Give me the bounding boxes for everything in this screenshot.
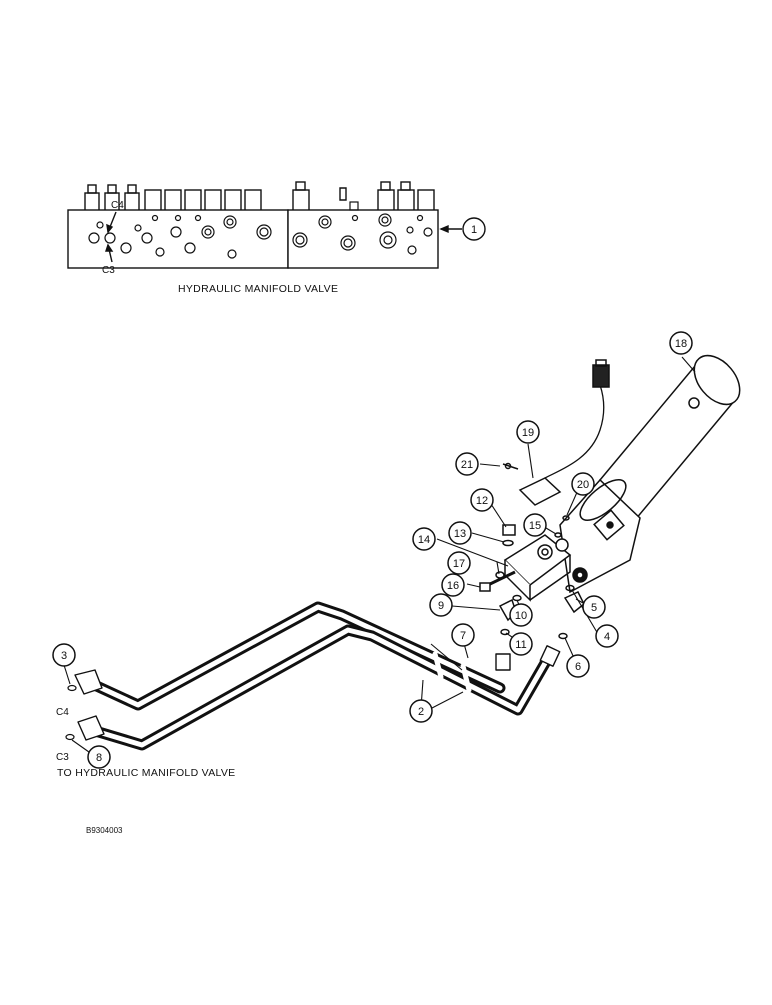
callout-10-circle <box>509 603 533 627</box>
callout-17-circle <box>447 551 471 575</box>
callout-5: 5 <box>591 602 597 614</box>
callout-17: 17 <box>453 558 465 570</box>
callout-11-circle <box>509 632 533 656</box>
callout-3: 3 <box>61 650 67 662</box>
callout-9: 9 <box>438 600 444 612</box>
to-manifold-caption: TO HYDRAULIC MANIFOLD VALVE <box>57 767 236 779</box>
callout-19: 19 <box>522 427 534 439</box>
callout-3-circle <box>52 643 76 667</box>
callout-7: 7 <box>460 630 466 642</box>
callout-13-circle <box>448 521 472 545</box>
callout-8-circle <box>87 745 111 769</box>
hydraulic-manifold-valve <box>67 181 486 269</box>
callout-18-circle <box>669 331 693 355</box>
callout-21: 21 <box>461 459 473 471</box>
callout-12-circle <box>470 488 494 512</box>
callout-12: 12 <box>476 495 488 507</box>
callout-6-circle <box>566 654 590 678</box>
callout-15: 15 <box>529 520 541 532</box>
callout-2-circle <box>409 699 433 723</box>
port-label-c3-hose: C3 <box>56 752 69 763</box>
callout-2: 2 <box>418 706 424 718</box>
callout-14-circle <box>412 527 436 551</box>
callout-15-circle <box>523 513 547 537</box>
callout-20-circle <box>571 472 595 496</box>
callout-20: 20 <box>577 479 589 491</box>
callout-1: 1 <box>471 224 477 236</box>
callout-4: 4 <box>604 631 610 643</box>
manifold-body-left <box>67 209 289 269</box>
manifold-solenoids <box>84 181 435 214</box>
callout-7-circle <box>451 623 475 647</box>
callout-numbers: 1 2 3 4 5 6 7 8 9 10 11 12 13 14 15 16 1… <box>61 224 687 764</box>
manifold-caption: HYDRAULIC MANIFOLD VALVE <box>178 283 339 295</box>
port-label-c4-manifold: C4 <box>111 200 124 211</box>
callout-11: 11 <box>515 639 526 651</box>
callout-circles <box>52 331 693 769</box>
callout-13: 13 <box>454 528 466 540</box>
hoses <box>65 601 561 751</box>
callout-21-circle <box>455 452 479 476</box>
callout-10: 10 <box>515 610 527 622</box>
callout-14: 14 <box>418 534 430 546</box>
callout-16-circle <box>441 573 465 597</box>
cylinder-assembly <box>479 354 741 640</box>
manifold-ports <box>88 201 433 259</box>
figure-id: B9304003 <box>86 826 123 835</box>
callout-8: 8 <box>96 752 102 764</box>
manifold-body-right <box>287 209 439 269</box>
callout-19-circle <box>516 420 540 444</box>
callout-4-circle <box>595 624 619 648</box>
port-label-c4-hose: C4 <box>56 707 69 718</box>
callout-18: 18 <box>675 338 687 350</box>
callout-6: 6 <box>575 661 581 673</box>
callout-16: 16 <box>447 580 459 592</box>
callout-9-circle <box>429 593 453 617</box>
callout-5-circle <box>582 595 606 619</box>
port-label-c3-manifold: C3 <box>102 265 115 276</box>
